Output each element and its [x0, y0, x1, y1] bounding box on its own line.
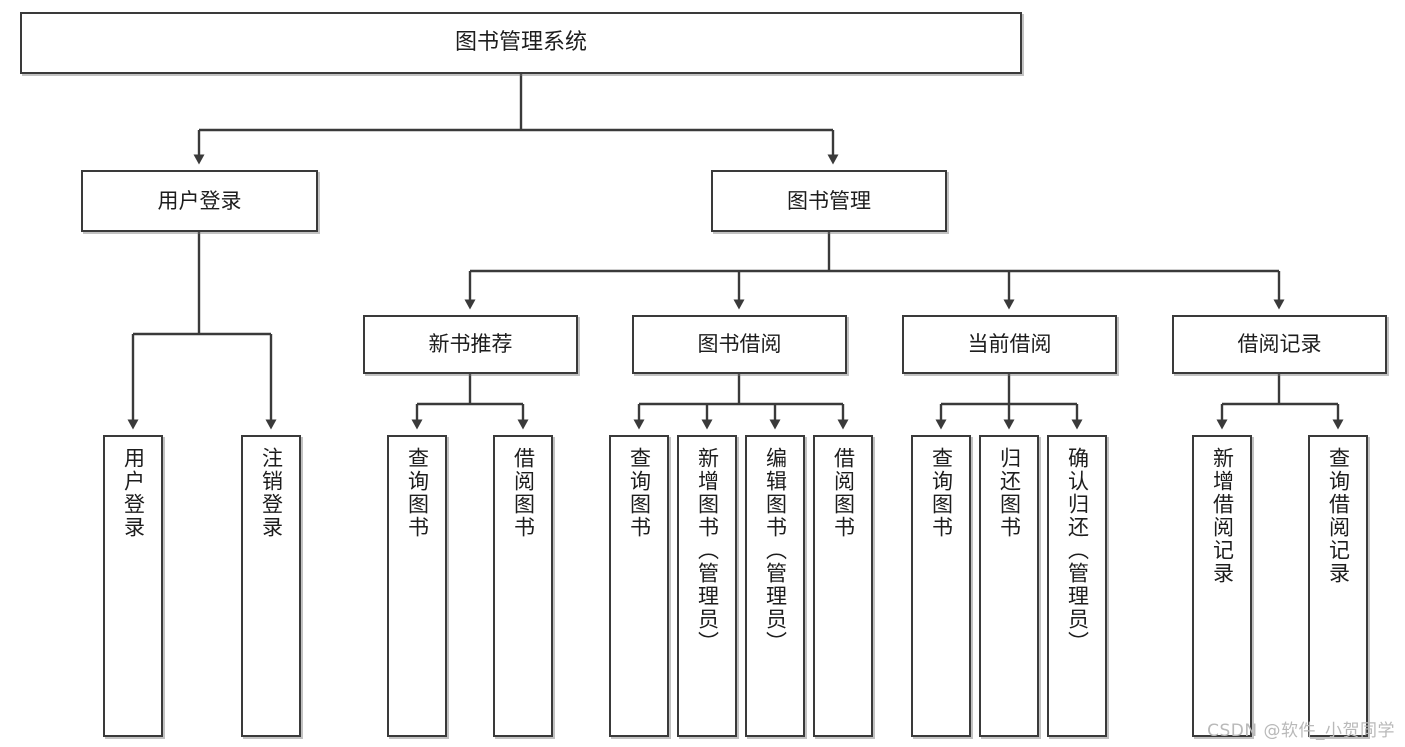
node-leaf-add-book[interactable]: 新增图书（管理员） [677, 435, 737, 737]
node-leaf-user-login[interactable]: 用户登录 [103, 435, 163, 737]
node-book-manage-label: 图书管理 [787, 188, 871, 213]
node-leaf-query-book-3-label: 查询图书 [929, 447, 954, 539]
node-leaf-query-book-2-label: 查询图书 [627, 447, 652, 539]
node-book-borrow[interactable]: 图书借阅 [632, 315, 847, 374]
node-leaf-return-book[interactable]: 归还图书 [979, 435, 1039, 737]
node-root-label: 图书管理系统 [454, 30, 587, 56]
node-user-login-label: 用户登录 [157, 188, 242, 213]
node-leaf-edit-book-label: 编辑图书（管理员） [763, 447, 788, 654]
node-leaf-query-book-2[interactable]: 查询图书 [609, 435, 669, 737]
node-leaf-borrow-book-2[interactable]: 借阅图书 [813, 435, 873, 737]
node-leaf-query-book-1-label: 查询图书 [405, 447, 430, 539]
node-leaf-user-logout-label: 注销登录 [259, 447, 284, 539]
node-borrow-record-label: 借阅记录 [1237, 332, 1322, 357]
node-leaf-borrow-book-1[interactable]: 借阅图书 [493, 435, 553, 737]
node-leaf-confirm-return[interactable]: 确认归还（管理员） [1047, 435, 1107, 737]
node-leaf-query-record-label: 查询借阅记录 [1326, 447, 1351, 585]
node-root[interactable]: 图书管理系统 [20, 12, 1022, 74]
node-leaf-add-record-label: 新增借阅记录 [1210, 447, 1235, 585]
node-leaf-borrow-book-2-label: 借阅图书 [831, 447, 856, 539]
csdn-watermark: CSDN @软件_小贺同学 [1207, 721, 1395, 741]
node-new-book-recommend[interactable]: 新书推荐 [363, 315, 578, 374]
node-leaf-edit-book[interactable]: 编辑图书（管理员） [745, 435, 805, 737]
node-leaf-user-logout[interactable]: 注销登录 [241, 435, 301, 737]
node-book-borrow-label: 图书借阅 [697, 332, 782, 357]
node-leaf-query-record[interactable]: 查询借阅记录 [1308, 435, 1368, 737]
node-book-manage[interactable]: 图书管理 [711, 170, 947, 232]
node-new-book-recommend-label: 新书推荐 [428, 332, 513, 357]
node-leaf-borrow-book-1-label: 借阅图书 [511, 447, 536, 539]
node-leaf-add-book-label: 新增图书（管理员） [695, 447, 720, 654]
node-leaf-confirm-return-label: 确认归还（管理员） [1065, 447, 1090, 654]
node-borrow-record[interactable]: 借阅记录 [1172, 315, 1387, 374]
node-user-login[interactable]: 用户登录 [81, 170, 318, 232]
node-leaf-user-login-label: 用户登录 [121, 447, 146, 539]
node-current-borrow-label: 当前借阅 [967, 332, 1052, 357]
node-leaf-add-record[interactable]: 新增借阅记录 [1192, 435, 1252, 737]
node-leaf-query-book-3[interactable]: 查询图书 [911, 435, 971, 737]
node-leaf-return-book-label: 归还图书 [997, 447, 1022, 539]
node-leaf-query-book-1[interactable]: 查询图书 [387, 435, 447, 737]
node-current-borrow[interactable]: 当前借阅 [902, 315, 1117, 374]
